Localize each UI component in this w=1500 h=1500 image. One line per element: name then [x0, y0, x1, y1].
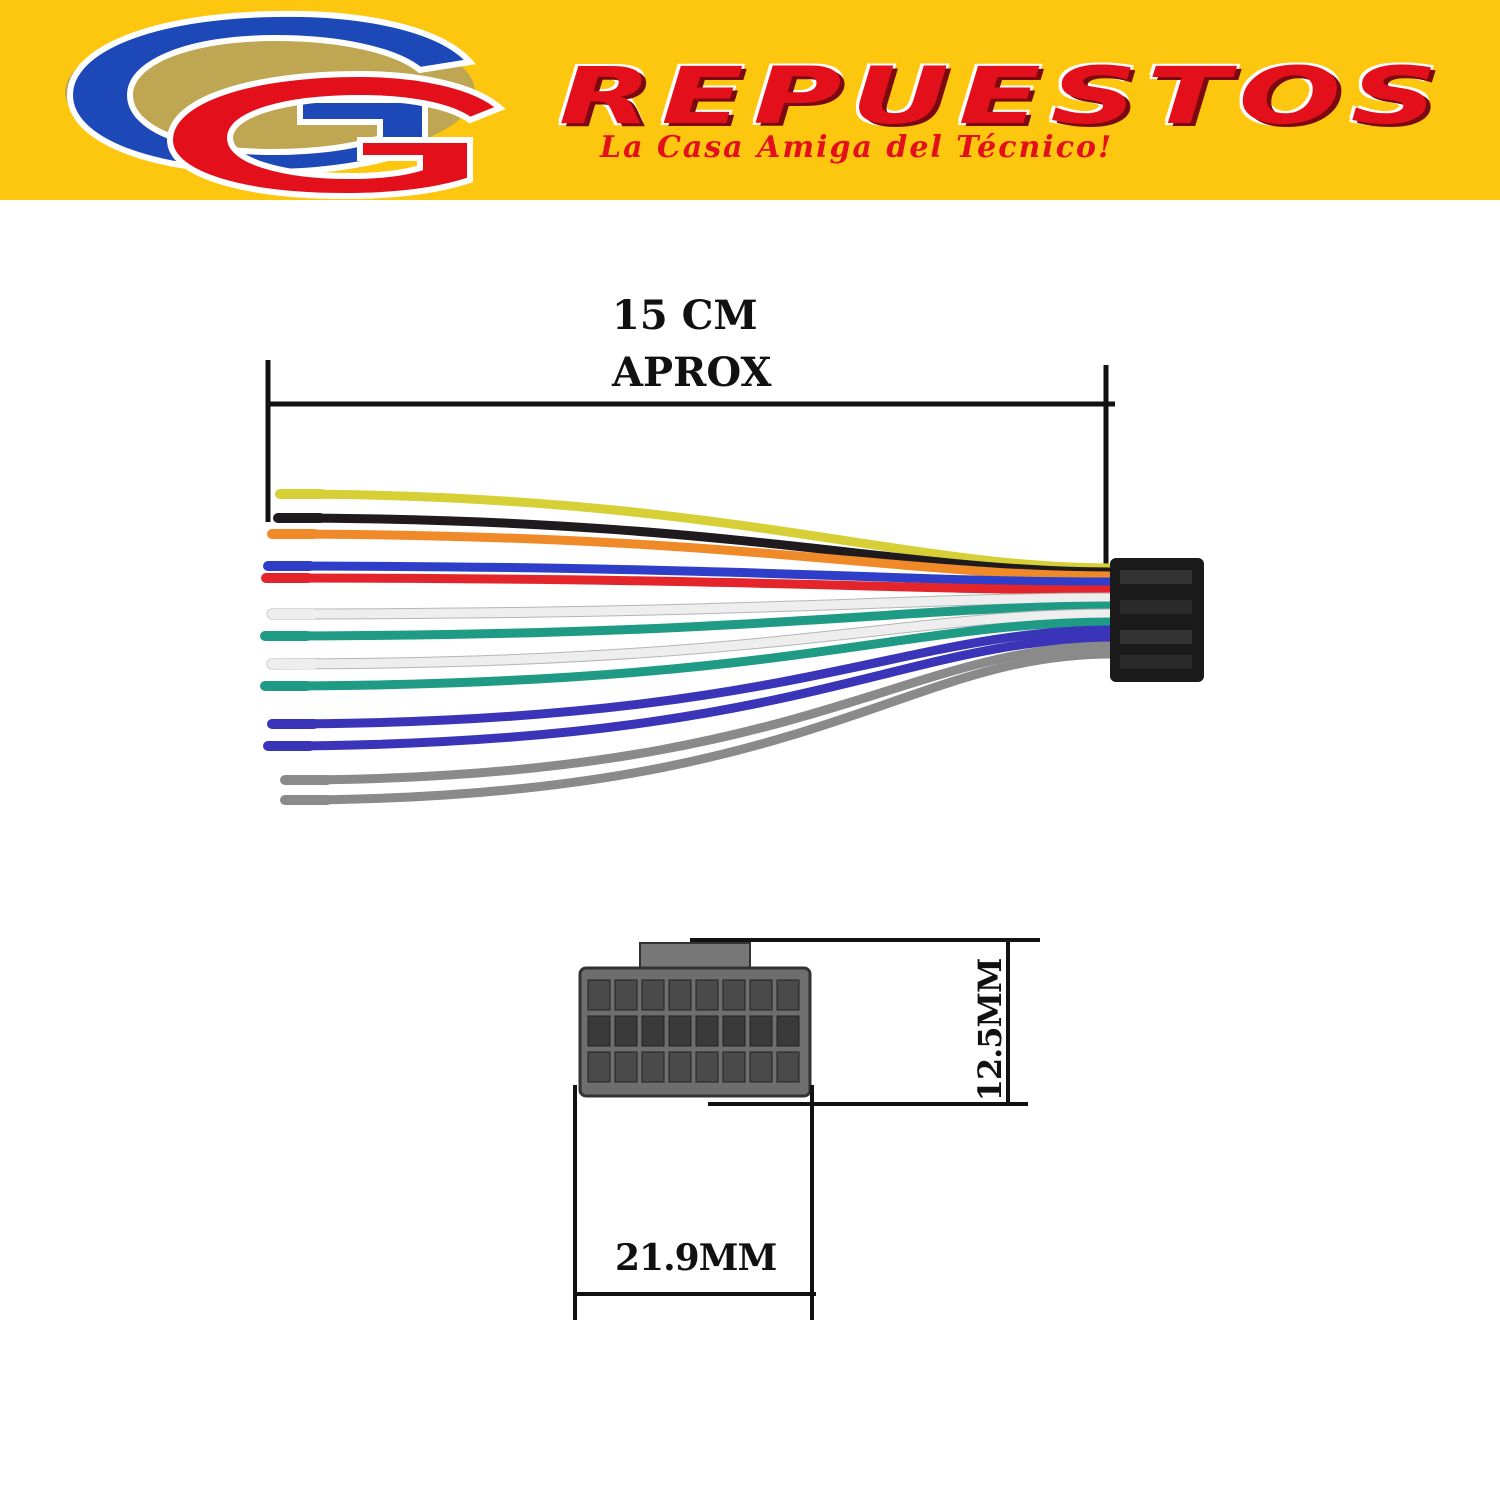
connector-pins [587, 979, 800, 1083]
length-dimension [265, 360, 1115, 565]
connector-pin [749, 1015, 773, 1047]
connector-pin [641, 1051, 665, 1083]
connector-pin [776, 1015, 800, 1047]
connector-pin [668, 1015, 692, 1047]
wire [280, 641, 1117, 785]
connector-face [578, 942, 812, 1098]
connector-pin [668, 979, 692, 1011]
connector-pin [614, 1015, 638, 1047]
wire [267, 529, 1117, 581]
height-label: 12.5MM [971, 958, 1009, 1102]
connector-pin [776, 1051, 800, 1083]
connector-pin [722, 979, 746, 1011]
connector-pin [749, 1051, 773, 1083]
wire [280, 649, 1117, 805]
connector-pin [587, 1015, 611, 1047]
length-label-line1: 15 CM [612, 292, 758, 339]
connector-pin [695, 1051, 719, 1083]
height-dimension [690, 938, 1040, 1106]
gg-logo [65, 10, 506, 200]
connector-pin [722, 1051, 746, 1083]
wire [260, 601, 1117, 641]
connector-pin [587, 1051, 611, 1083]
wire [267, 609, 1117, 669]
wire [267, 593, 1117, 619]
connector-pin [695, 1015, 719, 1047]
wire [263, 633, 1117, 751]
connector-pin [749, 979, 773, 1011]
wire [263, 561, 1117, 587]
brand-tagline: La Casa Amiga del Técnico! [600, 130, 1114, 165]
red-g-letter [166, 70, 506, 200]
harness-connector [1110, 558, 1204, 682]
wire [267, 625, 1117, 729]
wire [275, 489, 1117, 573]
wire [260, 617, 1117, 691]
wire-bundle [260, 489, 1118, 805]
width-dimension [573, 1085, 816, 1320]
width-label: 21.9MM [615, 1237, 777, 1279]
connector-pin [587, 979, 611, 1011]
wire [261, 573, 1117, 595]
brand-banner: REPUESTOS La Casa Amiga del Técnico! [0, 0, 1500, 200]
connector-pin [722, 1015, 746, 1047]
connector-pin [668, 1051, 692, 1083]
banner-graphic [0, 0, 1500, 200]
connector-pin [695, 979, 719, 1011]
wire [273, 513, 1117, 577]
connector-pin [641, 1015, 665, 1047]
connector-pin [641, 979, 665, 1011]
connector-pin [614, 1051, 638, 1083]
connector-pin [776, 979, 800, 1011]
connector-pin [614, 979, 638, 1011]
brand-name: REPUESTOS [558, 52, 1447, 142]
length-label-line2: APROX [612, 349, 772, 396]
connector-body [1110, 558, 1204, 682]
